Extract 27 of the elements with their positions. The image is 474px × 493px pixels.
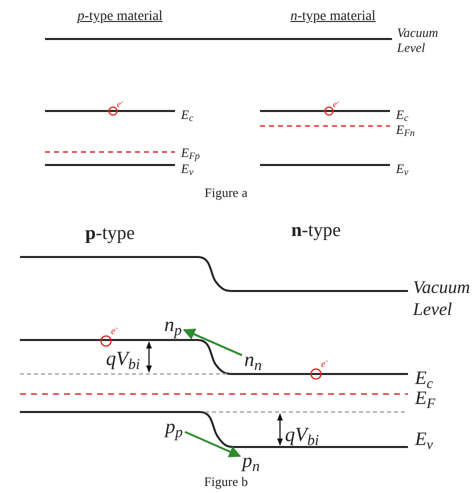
level-label: E$_{Fn}$ [396, 122, 415, 140]
level-label: qV$_{bi}$ [285, 423, 319, 450]
electron-label: e$^{-}$ [117, 98, 124, 111]
carrier-label: p$_{n}$ [240, 450, 262, 472]
level-label: E$_{v}$ [181, 161, 194, 178]
column-heading: n-type material [290, 8, 376, 26]
level-label: E$_{v}$ [415, 428, 433, 454]
level-label: Vacuum Level [413, 276, 471, 320]
level-label: E$_{c}$ [181, 106, 194, 124]
electron-label: e$^{-}$ [111, 324, 118, 339]
arrow [184, 430, 242, 458]
carrier-label: p$_{p}$ [163, 416, 185, 438]
level-label: E$_{Fp}$ [181, 144, 200, 162]
carrier-label: n$_{p}$ [162, 314, 184, 336]
column-heading: p-type [85, 222, 135, 246]
figure-caption: Figure b [204, 474, 248, 490]
figure-caption: Figure a [204, 184, 248, 202]
arrow [182, 328, 242, 356]
column-heading: n-type [291, 219, 341, 243]
column-heading: p-type material [77, 8, 163, 26]
electron-label: e$^{-}$ [333, 98, 340, 111]
level-label: E$_{c}$ [396, 106, 408, 124]
electron-label: e$^{-}$ [321, 357, 328, 372]
level-label: qV$_{bi}$ [106, 347, 140, 374]
level-label: E$_{v}$ [396, 160, 408, 178]
carrier-label: n$_{n}$ [242, 349, 264, 371]
level-label: Vacuum Level [397, 25, 440, 55]
